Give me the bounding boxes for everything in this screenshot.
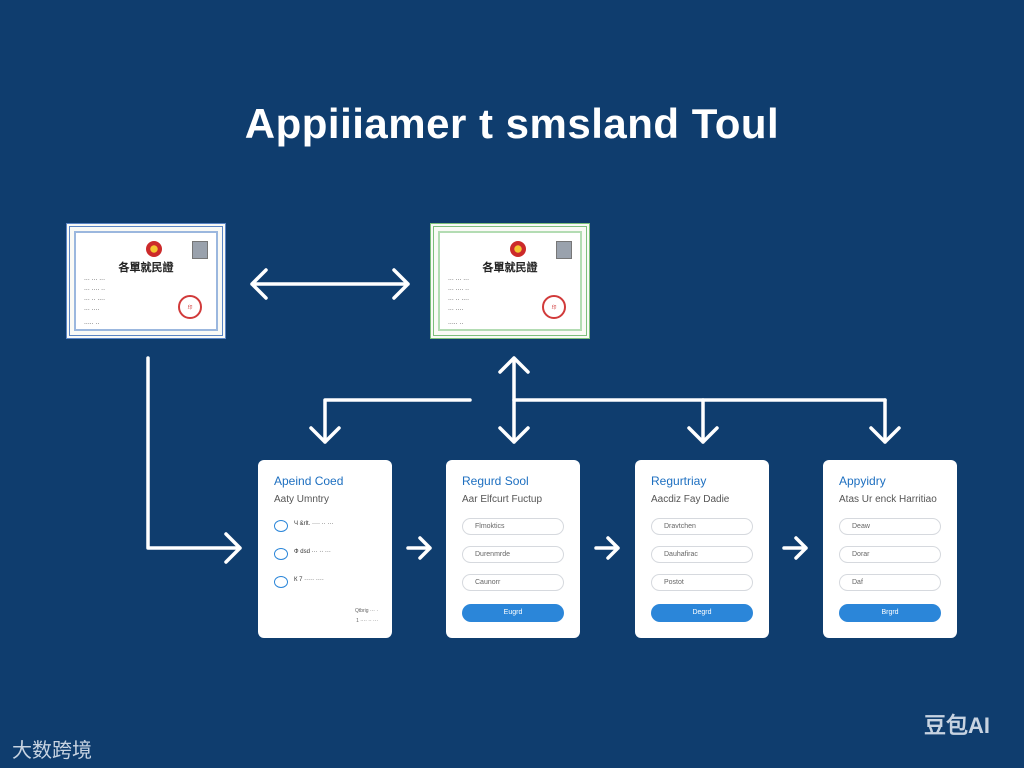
- form-field[interactable]: Caunorr: [462, 574, 564, 591]
- submit-button[interactable]: Eugrd: [462, 604, 564, 622]
- form-field[interactable]: Dauhafirac: [651, 546, 753, 563]
- card-title: Appyidry: [839, 474, 886, 488]
- card-subtitle: Atas Ur enck Harritiao: [839, 494, 937, 505]
- form-field[interactable]: Flmoktics: [462, 518, 564, 535]
- certificate-heading: 各單就民證: [482, 261, 538, 274]
- certificate-line: ··· ··· ···: [448, 277, 469, 284]
- diagram-title: Appiiiamer t smsland Toul: [244, 100, 780, 147]
- card-title: Regurtriay: [651, 474, 707, 488]
- form-field[interactable]: Postot: [651, 574, 753, 591]
- certificate-blue: 各單就民證 ··· ··· ··· ··· ···· ·· ··· ·· ···…: [66, 223, 226, 339]
- certificate-heading: 各單就民證: [118, 261, 174, 274]
- seal-stamp: 印: [542, 295, 566, 319]
- form-field[interactable]: Dravtchen: [651, 518, 753, 535]
- form-field[interactable]: Deaw: [839, 518, 941, 535]
- list-item-label: Ф dsd ··· ·· ···: [294, 549, 331, 555]
- emblem-icon: [510, 241, 526, 257]
- card-subtitle: Aar Elfcurt Fuctup: [462, 494, 543, 505]
- card-footer-line: 1 ···· ·· ···: [356, 618, 378, 624]
- arrow-card3-card4: [782, 536, 808, 560]
- form-field[interactable]: Dorar: [839, 546, 941, 563]
- card-title: Apeind Coed: [274, 474, 344, 488]
- form-field[interactable]: Daf: [839, 574, 941, 591]
- document-icon: [274, 520, 288, 532]
- list-item-label: Ч &rlt. ···· ·· ···: [294, 521, 334, 527]
- arrow-branch-card3: [687, 398, 719, 444]
- certificate-line: ··· ·· ····: [84, 297, 105, 304]
- list-item[interactable]: Ч &rlt. ···· ·· ···: [274, 520, 384, 534]
- card-subtitle: Aacdiz Fay Dadie: [651, 494, 730, 505]
- id-card-icon: [274, 548, 288, 560]
- certificate-line: ··· ····: [448, 307, 464, 314]
- photo-icon: [556, 241, 572, 259]
- certificate-line: ··· ···· ··: [448, 287, 469, 294]
- card-appyidry: Appyidry Atas Ur enck Harritiao Deaw Dor…: [823, 460, 957, 638]
- card-regurtriay: Regurtriay Aacdiz Fay Dadie Dravtchen Da…: [635, 460, 769, 638]
- watermark-dashu: 大数跨境: [12, 740, 92, 762]
- watermark-doubao: 豆包AI: [923, 713, 990, 738]
- certificate-line: ··· ··· ···: [84, 277, 105, 284]
- card-apeind-coed: Apeind Coed Aaty Umntry Ч &rlt. ···· ·· …: [258, 460, 392, 638]
- list-item-label: К 7 ····· ····: [294, 577, 324, 583]
- arrow-card2-card3: [594, 536, 620, 560]
- seal-stamp: 印: [178, 295, 202, 319]
- card-title: Regurd Sool: [462, 474, 529, 488]
- card-subtitle: Aaty Umntry: [274, 494, 330, 505]
- certificate-green: 各單就民證 ··· ··· ··· ··· ···· ·· ··· ·· ···…: [430, 223, 590, 339]
- card-regurd-sool: Regurd Sool Aar Elfcurt Fuctup Flmoktics…: [446, 460, 580, 638]
- certificate-line: ····· ··: [84, 321, 100, 328]
- certificate-line: ··· ····: [84, 307, 100, 314]
- arrow-card1-card2: [406, 536, 432, 560]
- list-item[interactable]: К 7 ····· ····: [274, 576, 384, 590]
- card-footer-line: Qtbrig ··· ·: [354, 608, 378, 614]
- arrow-branch-card4: [869, 398, 901, 444]
- photo-icon: [192, 241, 208, 259]
- form-field[interactable]: Durenmrde: [462, 546, 564, 563]
- arrow-cert1-to-card1: [146, 356, 242, 564]
- certificate-line: ····· ··: [448, 321, 464, 328]
- certificate-line: ··· ···· ··: [84, 287, 105, 294]
- submit-button[interactable]: Degrd: [651, 604, 753, 622]
- submit-button[interactable]: Brgrd: [839, 604, 941, 622]
- file-icon: [274, 576, 288, 588]
- emblem-icon: [146, 241, 162, 257]
- arrow-branch-card1: [309, 398, 472, 444]
- list-item[interactable]: Ф dsd ··· ·· ···: [274, 548, 384, 562]
- certificate-line: ··· ·· ····: [448, 297, 469, 304]
- double-arrow: [250, 268, 410, 300]
